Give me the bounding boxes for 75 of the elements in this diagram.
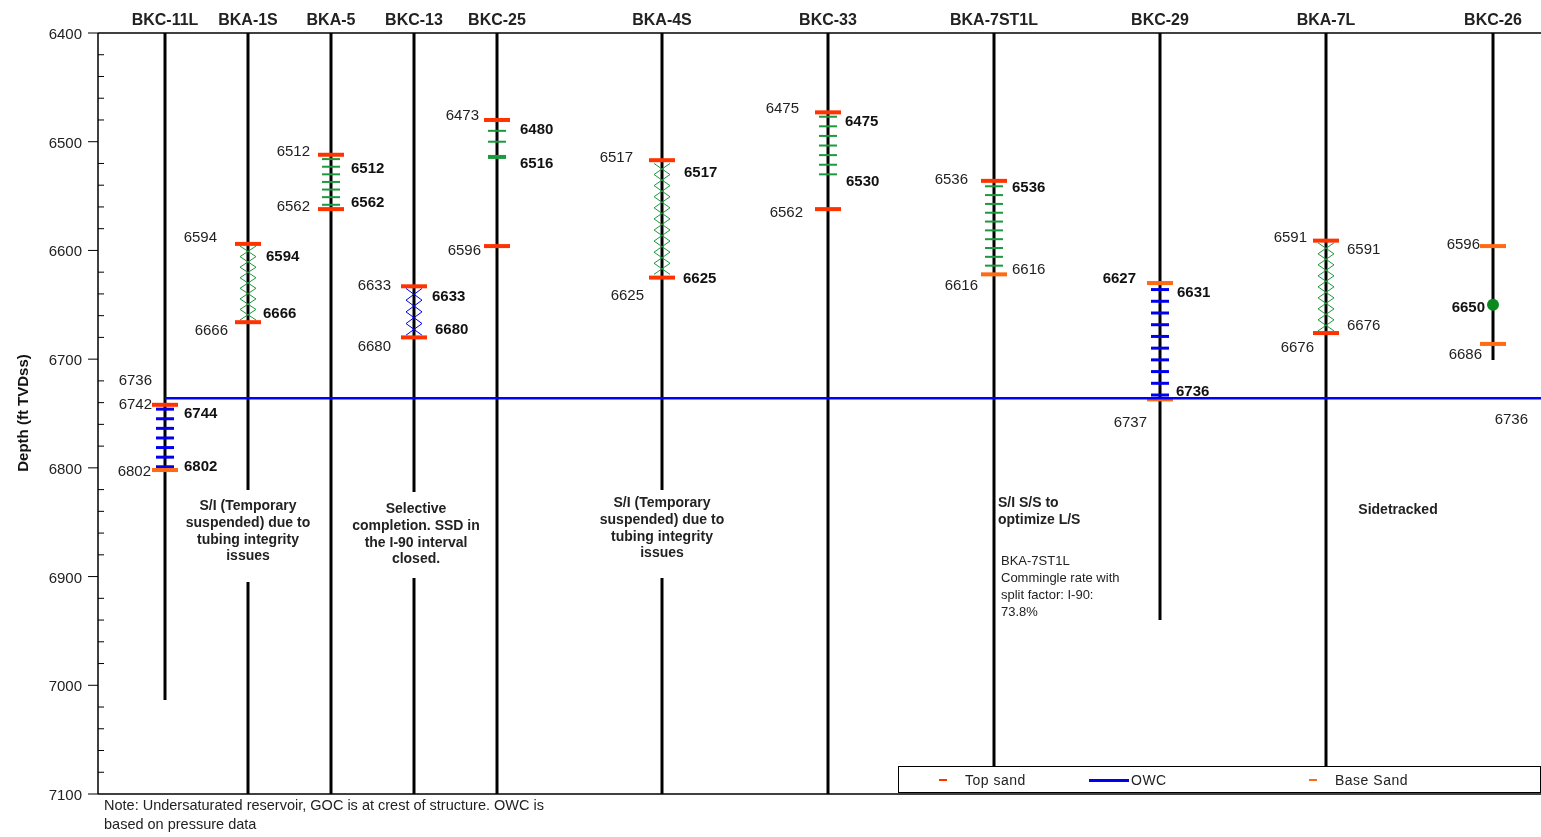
axis-title: Depth (ft TVDss) [14, 354, 30, 472]
depth-value: 6802 [184, 457, 218, 473]
depth-value: 6802 [117, 462, 151, 478]
depth-value: 6473 [445, 106, 479, 122]
well-name: BKC-11L [131, 12, 199, 28]
depth-value: 6594 [266, 247, 300, 263]
depth-value: 6480 [520, 120, 554, 136]
depth-value: 6591 [1273, 228, 1307, 244]
depth-value: 6625 [683, 269, 717, 285]
depth-value: 6591 [1347, 240, 1381, 256]
depth-value: 6596 [1446, 235, 1480, 251]
depth-value: 6736 [118, 371, 152, 387]
depth-value: 6475 [765, 99, 799, 115]
depth-value: 6650 [1451, 298, 1485, 314]
depth-value: 6633 [357, 276, 391, 292]
depth-value: 6536 [1012, 178, 1046, 194]
axis-tick-label: 6500 [48, 134, 82, 150]
axis-tick-label: 7100 [48, 786, 82, 802]
legend-label: OWC [1131, 772, 1167, 788]
depth-value: 6562 [351, 193, 385, 209]
depth-value: 6517 [684, 163, 718, 179]
depth-value: 6596 [447, 241, 481, 257]
legend-label: Top sand [965, 772, 1026, 788]
axis-tick-label: 6600 [48, 242, 82, 258]
depth-value: 6737 [1113, 413, 1147, 429]
depth-value: 6680 [357, 337, 391, 353]
depth-value: 6736 [1494, 410, 1528, 426]
depth-value: 6475 [845, 112, 879, 128]
axis-tick-label: 7000 [48, 677, 82, 693]
depth-value: 6517 [599, 148, 633, 164]
legend-label: Base Sand [1335, 772, 1408, 788]
depth-value: 6512 [276, 142, 310, 158]
depth-value: 6627 [1102, 269, 1136, 285]
depth-value: 6666 [194, 321, 228, 337]
depth-value: 6516 [520, 154, 554, 170]
status-note: BKA-7ST1L Commingle rate with split factor: I-90: 73.8% [1001, 553, 1121, 621]
depth-value: 6536 [934, 170, 968, 186]
status-note: S/I (Temporary suspended) due to tubing integrity issues [598, 494, 726, 562]
depth-value: 6625 [610, 286, 644, 302]
well-name: BKA-7ST1L [950, 12, 1038, 28]
axis-tick-label: 6700 [48, 351, 82, 367]
well-name: BKC-13 [385, 12, 443, 28]
well-name: BKC-25 [468, 12, 526, 28]
footnote: Note: Undersaturated reservoir, GOC is at crest of structure. OWC is based on pressure data [104, 796, 545, 834]
depth-value: 6616 [944, 276, 978, 292]
depth-value: 6633 [432, 287, 466, 303]
axis-tick-label: 6400 [48, 25, 82, 41]
depth-value: 6562 [769, 203, 803, 219]
status-note: S/I S/S to optimize L/S [998, 494, 1082, 528]
depth-value: 6562 [276, 197, 310, 213]
depth-value: 6631 [1177, 283, 1211, 299]
well-name: BKC-29 [1131, 12, 1189, 28]
depth-value: 6666 [263, 304, 297, 320]
well-name: BKC-33 [799, 12, 857, 28]
status-note: S/I (Temporary suspended) due to tubing integrity issues [184, 497, 312, 565]
depth-value: 6530 [846, 172, 880, 188]
depth-value: 6742 [118, 395, 152, 411]
depth-value: 6680 [435, 320, 469, 336]
well-name: BKA-5 [306, 12, 356, 28]
depth-value: 6744 [184, 404, 218, 420]
well-name: BKA-7L [1296, 12, 1356, 28]
well-name: BKA-1S [218, 12, 278, 28]
depth-value: 6676 [1280, 338, 1314, 354]
axis-tick-label: 6800 [48, 460, 82, 476]
depth-value: 6512 [351, 159, 385, 175]
well-name: BKA-4S [632, 12, 692, 28]
depth-value: 6616 [1012, 260, 1046, 276]
depth-value: 6676 [1347, 316, 1381, 332]
status-note: Selective completion. SSD in the I-90 interval closed. [351, 500, 481, 568]
depth-value: 6594 [183, 228, 217, 244]
status-note: Sidetracked [1357, 500, 1439, 518]
depth-value: 6686 [1448, 345, 1482, 361]
well-name: BKC-26 [1464, 12, 1522, 28]
depth-value: 6736 [1176, 382, 1210, 398]
axis-tick-label: 6900 [48, 569, 82, 585]
